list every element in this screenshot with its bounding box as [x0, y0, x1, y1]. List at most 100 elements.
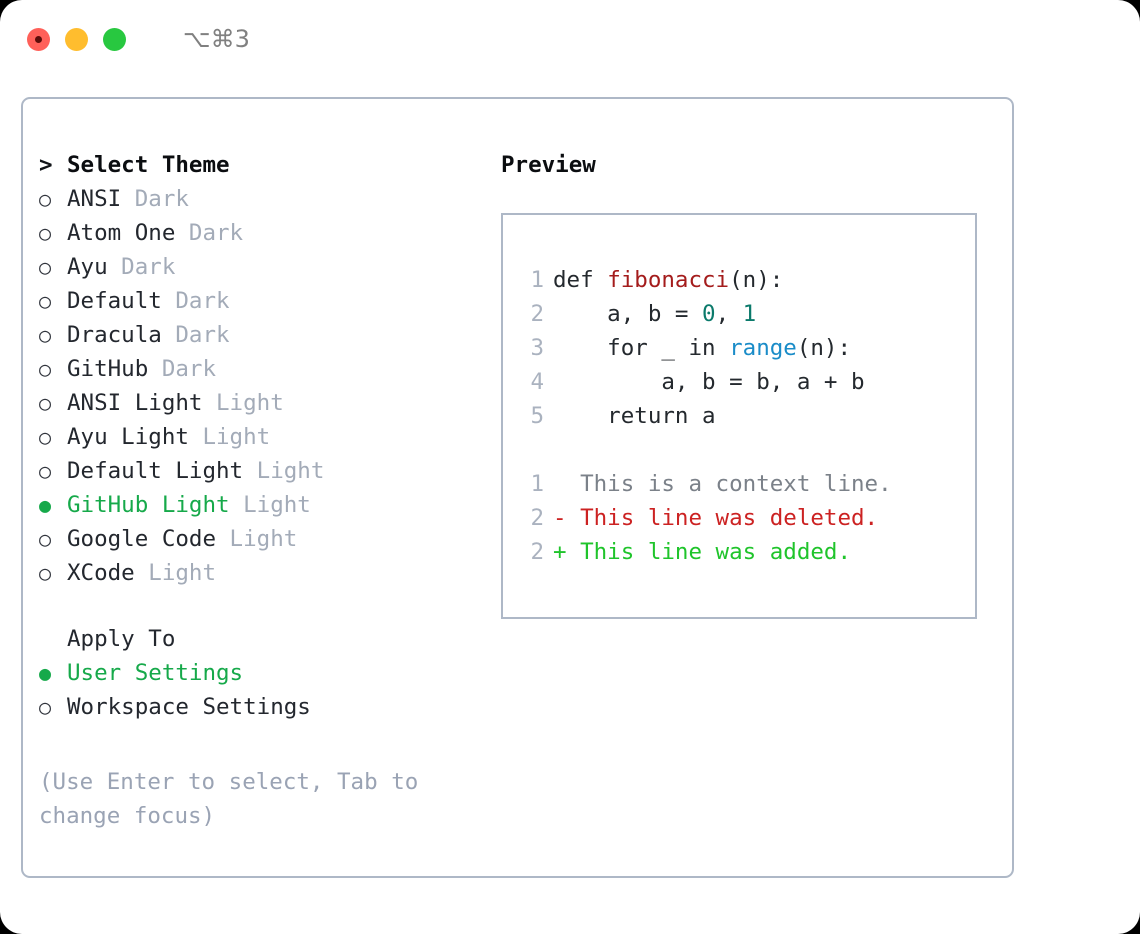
- theme-list-item[interactable]: ○ Dracula Dark: [39, 322, 489, 356]
- theme-variant: Dark: [175, 220, 244, 246]
- line-number: 2: [530, 505, 544, 531]
- radio-unselected-icon: ○: [39, 255, 52, 279]
- line-number: 2: [530, 301, 544, 327]
- radio-unselected-icon: ○: [39, 323, 52, 347]
- code-token: for _ in: [553, 335, 730, 361]
- code-token: return a: [553, 403, 716, 429]
- radio-unselected-icon: ○: [39, 391, 52, 415]
- radio-unselected-icon: ○: [39, 289, 52, 313]
- keyboard-hint: (Use Enter to select, Tab to change focu…: [39, 769, 419, 829]
- theme-name: Ayu Light: [67, 424, 189, 450]
- theme-name: GitHub: [67, 356, 149, 382]
- code-token: (n):: [796, 335, 852, 361]
- caret-icon: >: [39, 152, 53, 178]
- minimize-button[interactable]: [65, 27, 88, 51]
- select-theme-title: Select Theme: [67, 152, 230, 178]
- line-number: 5: [530, 403, 544, 429]
- theme-list-item[interactable]: ○ANSI Dark: [39, 186, 489, 220]
- line-number: 1: [530, 267, 544, 293]
- apply-to-list: ● User Settings ○ Workspace Settings: [39, 660, 489, 728]
- diff-line: 2- This line was deleted.: [516, 501, 892, 535]
- radio-unselected-icon: ○: [39, 187, 52, 211]
- code-token: fibonacci: [607, 267, 730, 293]
- radio-unselected-icon: ○: [39, 527, 52, 551]
- title-bar: ⌥⌘3: [0, 0, 1140, 78]
- theme-list-item[interactable]: ● GitHub Light Light: [39, 492, 489, 526]
- theme-variant: Light: [188, 424, 271, 450]
- theme-list-item[interactable]: ○ Google Code Light: [39, 526, 489, 560]
- theme-name: Default: [67, 288, 162, 314]
- apply-to-label: User Settings: [67, 660, 244, 686]
- radio-selected-icon: ●: [39, 661, 52, 685]
- preview-title: Preview: [501, 152, 596, 178]
- code-line: 4 a, b = b, a + b: [516, 365, 892, 399]
- theme-variant: Dark: [148, 356, 217, 382]
- code-token: ,: [715, 301, 743, 327]
- diff-sign: -: [553, 505, 567, 531]
- theme-variant: Light: [216, 526, 298, 552]
- theme-list-item[interactable]: ○ GitHub Dark: [39, 356, 489, 390]
- main-panel: > Select Theme ○ANSI Dark○Atom One Dark○…: [21, 97, 1014, 878]
- keyboard-shortcut-label: ⌥⌘3: [183, 25, 250, 53]
- code-token: a, b = b, a + b: [553, 369, 865, 395]
- radio-unselected-icon: ○: [39, 425, 52, 449]
- theme-picker-column: > Select Theme ○ANSI Dark○Atom One Dark○…: [39, 152, 489, 728]
- theme-list-item[interactable]: ○Atom One Dark: [39, 220, 489, 254]
- theme-list-item[interactable]: ○ ANSI Light Light: [39, 390, 489, 424]
- code-line: 2 a, b = 0, 1: [516, 297, 892, 331]
- theme-list-item[interactable]: ○Default Dark: [39, 288, 489, 322]
- apply-to-label: Workspace Settings: [67, 694, 311, 720]
- window-controls: [27, 27, 126, 51]
- code-sample: 1 def fibonacci (n): 2 a, b = 0, 1 3 for _ i…: [516, 263, 892, 569]
- theme-list-item[interactable]: ○XCode Light: [39, 560, 489, 594]
- preview-column: Preview 1 def fibonacci (n): 2 a, b = 0, 1 3…: [501, 152, 991, 619]
- apply-to-item[interactable]: ○ Workspace Settings: [39, 694, 489, 728]
- maximize-button[interactable]: [103, 27, 126, 51]
- theme-list-item[interactable]: ○Ayu Dark: [39, 254, 489, 288]
- theme-name: ANSI: [67, 186, 122, 212]
- radio-unselected-icon: ○: [39, 459, 52, 483]
- code-token: 1: [742, 301, 757, 327]
- apply-to-title: Apply To: [67, 626, 176, 652]
- radio-unselected-icon: ○: [39, 695, 52, 719]
- radio-unselected-icon: ○: [39, 561, 52, 585]
- spacer-icon: ○: [39, 629, 67, 649]
- line-number: 4: [530, 369, 544, 395]
- code-gap: [516, 433, 892, 467]
- line-number: 3: [530, 335, 544, 361]
- theme-name: Dracula: [67, 322, 162, 348]
- line-number: 1: [530, 471, 544, 497]
- code-line: 5 return a: [516, 399, 892, 433]
- theme-variant: Light: [229, 492, 311, 518]
- theme-variant: Dark: [161, 322, 230, 348]
- select-theme-header: > Select Theme: [39, 152, 489, 186]
- apply-to-header: ○ Apply To: [39, 626, 489, 660]
- diff-line: 2+ This line was added.: [516, 535, 892, 569]
- theme-name: Google Code: [67, 526, 217, 552]
- radio-unselected-icon: ○: [39, 357, 52, 381]
- diff-sign: [553, 471, 567, 497]
- theme-name: Atom One: [67, 220, 176, 246]
- theme-name: Default Light: [67, 458, 244, 484]
- theme-name: XCode: [67, 560, 135, 586]
- preview-box: 1 def fibonacci (n): 2 a, b = 0, 1 3 for _ i…: [501, 213, 977, 619]
- diff-text: This is a context line.: [566, 471, 892, 497]
- theme-list-item[interactable]: ○ Ayu Light Light: [39, 424, 489, 458]
- code-token: def: [553, 267, 608, 293]
- diff-line: 1 This is a context line.: [516, 467, 892, 501]
- theme-name: GitHub Light: [67, 492, 230, 518]
- radio-selected-icon: ●: [39, 493, 52, 517]
- code-token: a, b =: [553, 301, 703, 327]
- apply-to-item[interactable]: ● User Settings: [39, 660, 489, 694]
- code-token: range: [729, 335, 797, 361]
- diff-sign: +: [553, 539, 567, 565]
- theme-name: Ayu: [67, 254, 108, 280]
- theme-variant: Light: [243, 458, 325, 484]
- close-button[interactable]: [27, 27, 50, 51]
- theme-list-item[interactable]: ○ Default Light Light: [39, 458, 489, 492]
- theme-variant: Light: [202, 390, 284, 416]
- theme-name: ANSI Light: [67, 390, 203, 416]
- diff-text: This line was deleted.: [566, 505, 879, 531]
